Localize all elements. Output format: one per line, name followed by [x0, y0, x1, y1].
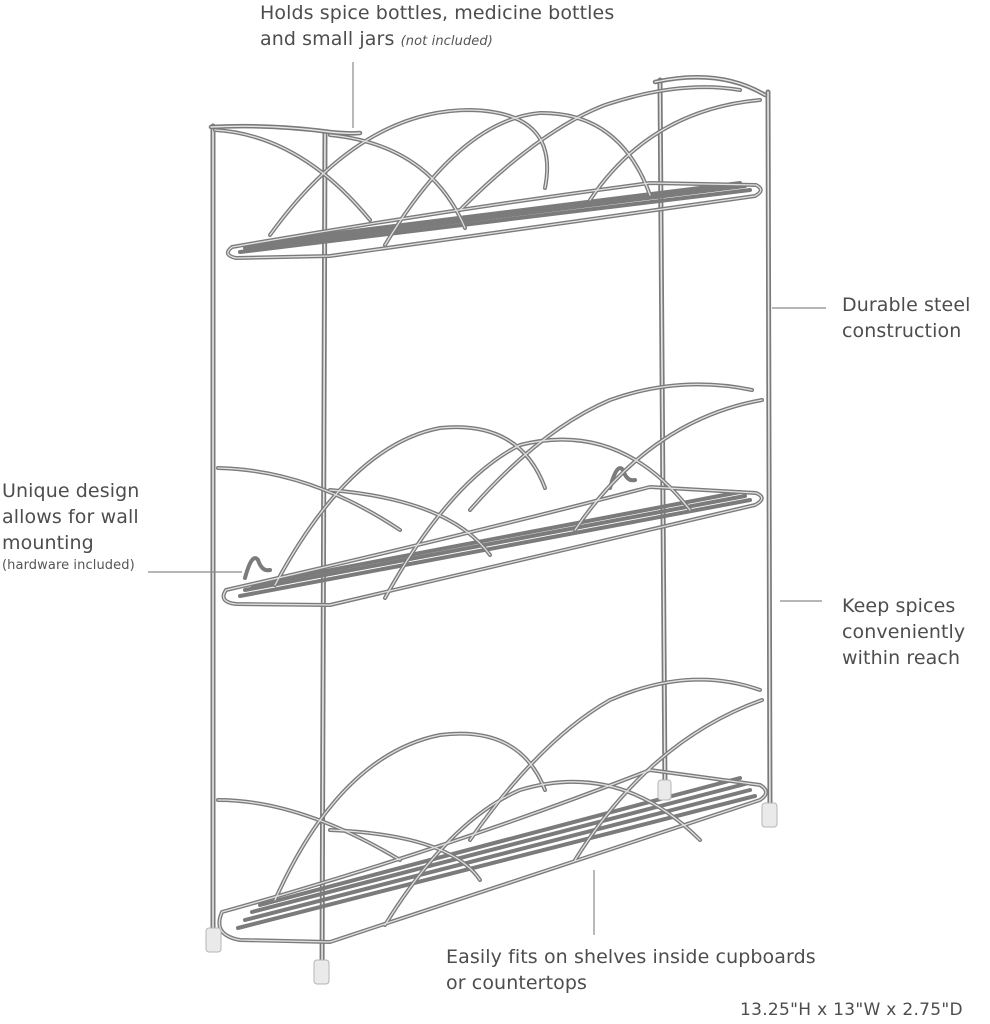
top-shelf: [213, 85, 763, 260]
callout-note: (hardware included): [2, 558, 135, 573]
callout-text: Keep spices: [842, 595, 956, 617]
callout-text: Holds spice bottles, medicine bottles: [260, 2, 615, 24]
callout-text: construction: [842, 320, 962, 342]
callout-text: Unique design: [2, 480, 140, 502]
callout-wall-mounting: Unique design allows for wall mounting (…: [2, 478, 139, 576]
callout-text: conveniently: [842, 621, 966, 643]
callout-text: Durable steel: [842, 294, 971, 316]
bottom-shelf: [216, 677, 768, 944]
callout-text: or countertops: [446, 972, 588, 994]
middle-shelf: [216, 382, 764, 607]
callout-text: and small jars (not included): [260, 28, 493, 50]
callout-text: within reach: [842, 647, 961, 669]
callout-within-reach: Keep spices conveniently within reach: [842, 593, 965, 671]
callout-durable-steel: Durable steel construction: [842, 292, 971, 344]
callout-text: Easily fits on shelves inside cupboards: [446, 946, 816, 968]
callout-fits-cupboards: Easily fits on shelves inside cupboards …: [446, 944, 816, 996]
leader-lines: [148, 62, 826, 935]
callout-holds-bottles: Holds spice bottles, medicine bottles an…: [260, 0, 614, 55]
callout-text: allows for wall: [2, 506, 139, 528]
rack-feet: [205, 779, 778, 985]
dimensions-label: 13.25"H x 13"W x 2.75"D: [740, 1000, 963, 1020]
callout-text: mounting: [2, 532, 94, 554]
callout-note: (not included): [400, 34, 493, 49]
